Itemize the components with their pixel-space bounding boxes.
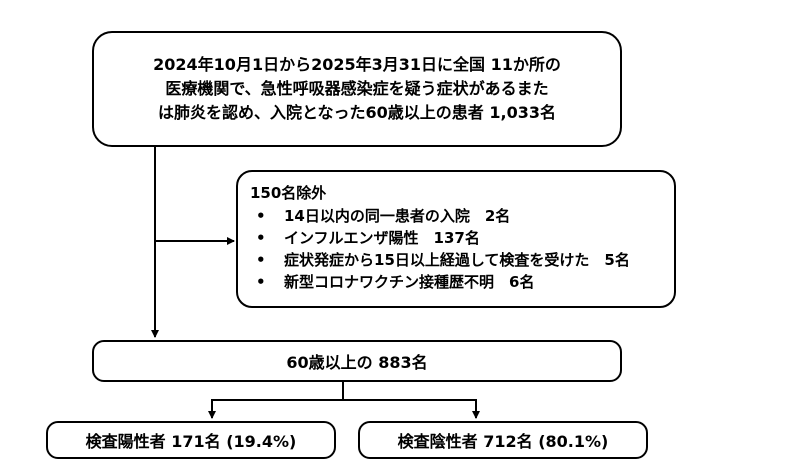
included-box: 60歳以上の 883名: [92, 340, 622, 382]
positive-label: 検査陽性者 171名 (19.4%): [85, 432, 297, 451]
enrollment-box: 2024年10月1日から2025年3月31日に全国 11か所の 医療機関で、急性…: [92, 31, 622, 147]
enrollment-line-2: 医療機関で、急性呼吸器感染症を疑う症状があるまた: [165, 79, 549, 98]
exclusion-item: 14日以内の同一患者の入院 2名: [250, 205, 674, 227]
exclusion-item: インフルエンザ陽性 137名: [250, 227, 674, 249]
exclusion-item: 症状発症から15日以上経過して検査を受けた 5名: [250, 249, 674, 271]
negative-box: 検査陰性者 712名 (80.1%): [358, 421, 648, 459]
exclusion-item: 新型コロナワクチン接種歴不明 6名: [250, 271, 674, 293]
exclusion-title: 150名除外: [250, 184, 327, 202]
negative-label: 検査陰性者 712名 (80.1%): [397, 432, 609, 451]
exclusion-list: 14日以内の同一患者の入院 2名 インフルエンザ陽性 137名 症状発症から15…: [250, 205, 674, 293]
included-label: 60歳以上の 883名: [286, 353, 428, 372]
enrollment-line-1: 2024年10月1日から2025年3月31日に全国 11か所の: [153, 55, 561, 74]
positive-box: 検査陽性者 171名 (19.4%): [46, 421, 336, 459]
exclusion-box: 150名除外 14日以内の同一患者の入院 2名 インフルエンザ陽性 137名 症…: [236, 170, 676, 308]
enrollment-line-3: は肺炎を認め、入院となった60歳以上の患者 1,033名: [158, 103, 556, 122]
